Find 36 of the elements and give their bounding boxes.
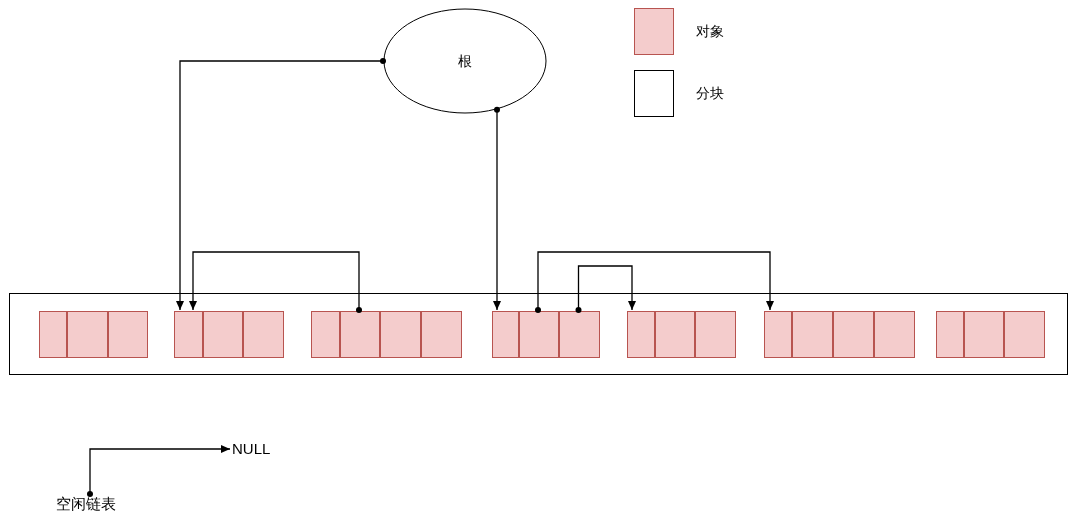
text-label: 空闲链表 (56, 494, 126, 514)
object-cell (833, 311, 874, 358)
arrow (189, 251, 362, 313)
object-cell (380, 311, 421, 358)
arrow (575, 265, 636, 313)
object-cell (108, 311, 148, 358)
arrow (493, 106, 501, 311)
object-cell (936, 311, 964, 358)
arrow (176, 58, 386, 311)
object-cell (519, 311, 559, 358)
node-label: 根 (458, 51, 472, 71)
object-cell (559, 311, 600, 358)
object-cell (492, 311, 519, 358)
object-cell (340, 311, 380, 358)
object-cell (964, 311, 1004, 358)
object-cell (174, 311, 203, 358)
arrow (87, 445, 231, 497)
text-label: NULL (232, 440, 276, 458)
object-cell (792, 311, 833, 358)
legend-label: 分块 (696, 84, 724, 103)
heap-block (9, 293, 1068, 375)
object-cell (243, 311, 284, 358)
object-cell (627, 311, 655, 358)
object-cell (655, 311, 695, 358)
object-cell (39, 311, 67, 358)
object-cell (695, 311, 736, 358)
object-cell (203, 311, 243, 358)
object-cell (421, 311, 462, 358)
object-cell (67, 311, 108, 358)
arrow (535, 251, 774, 313)
root-ellipse (383, 8, 547, 114)
object-cell (874, 311, 915, 358)
object-cell (1004, 311, 1045, 358)
legend-label: 对象 (696, 22, 724, 41)
object-cell (764, 311, 792, 358)
object-cell (311, 311, 340, 358)
